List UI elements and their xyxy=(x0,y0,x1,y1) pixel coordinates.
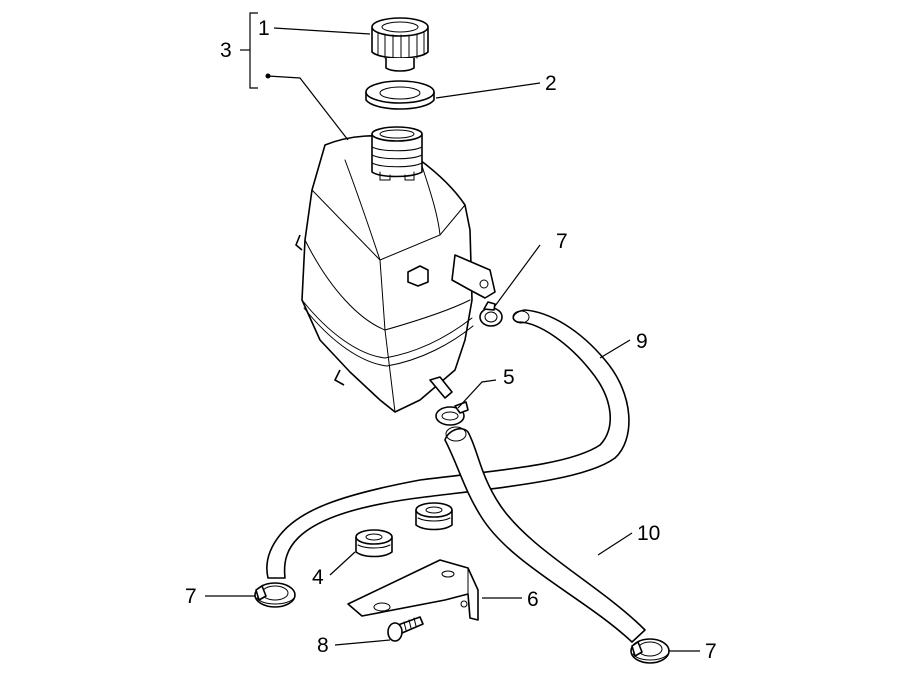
hose-9 xyxy=(266,309,630,579)
clamp-7-right xyxy=(630,638,670,664)
group-bracket xyxy=(240,12,271,89)
callout-1: 1 xyxy=(258,17,270,40)
screw xyxy=(387,616,424,642)
callout-4: 4 xyxy=(312,566,324,589)
leader-lines xyxy=(205,27,700,652)
rubber-mount-upper xyxy=(415,502,453,531)
clamp-5 xyxy=(435,401,469,426)
gasket xyxy=(365,80,435,110)
bracket xyxy=(347,559,479,621)
callout-5: 5 xyxy=(503,366,515,389)
callout-2: 2 xyxy=(545,72,557,95)
callout-labels: 1 2 3 4 5 6 7 7 7 8 9 10 xyxy=(185,17,717,663)
callout-7-left: 7 xyxy=(185,585,197,608)
callout-6: 6 xyxy=(527,588,539,611)
clamp-7-left xyxy=(254,582,296,608)
filler-cap xyxy=(371,17,429,72)
callout-9: 9 xyxy=(636,330,648,353)
callout-7-top: 7 xyxy=(556,230,568,253)
rubber-mount-lower xyxy=(355,529,393,558)
expansion-tank xyxy=(295,126,496,413)
hose-10 xyxy=(444,426,646,643)
callout-7-right: 7 xyxy=(705,640,717,663)
callout-10: 10 xyxy=(637,522,660,545)
callout-3: 3 xyxy=(220,39,232,62)
callout-8: 8 xyxy=(317,634,329,657)
clamp-7-top xyxy=(479,301,503,327)
